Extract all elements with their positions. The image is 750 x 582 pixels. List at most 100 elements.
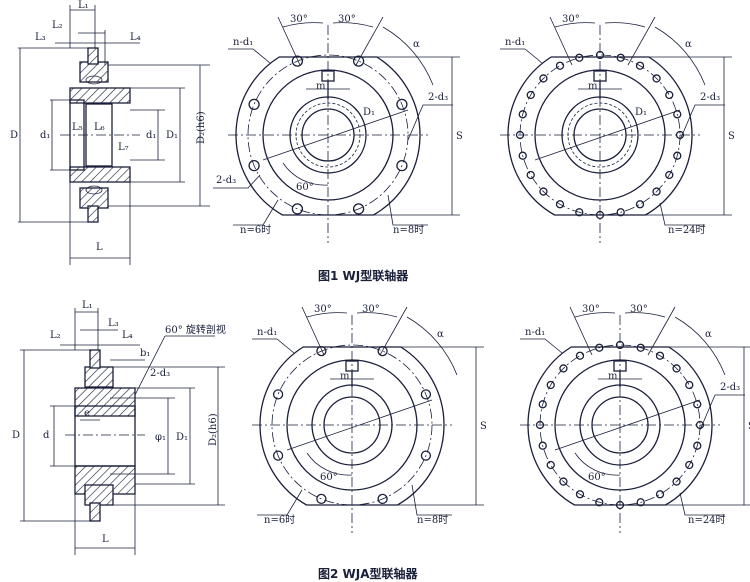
label-n6: n=6时	[240, 224, 271, 236]
bolt-hole	[546, 380, 555, 390]
label-S: S	[748, 421, 750, 432]
bolt-hole	[636, 343, 645, 352]
bolt-hole	[538, 441, 547, 450]
label-e: e	[84, 408, 90, 419]
label-D2: D₂(h6)	[208, 413, 219, 446]
bolt-hole	[652, 187, 661, 196]
label-S: S	[480, 421, 487, 432]
bolt-hole	[575, 490, 585, 499]
label-L6: L₆	[94, 122, 105, 133]
bolt-hole	[672, 364, 681, 373]
label-L3: L₃	[35, 32, 46, 43]
label-n6: n=6时	[264, 514, 295, 526]
bolt-hole	[535, 420, 545, 430]
label-n8: n=8时	[393, 224, 424, 236]
label-n-d1: n-d₁	[505, 37, 525, 48]
label-2-d3: 2-d₃	[428, 92, 448, 103]
label-L2: L₂	[50, 330, 61, 341]
label-alpha: α	[437, 329, 444, 340]
label-30deg-left: 30°	[290, 14, 308, 25]
bolt-hole	[615, 500, 625, 510]
bolt-hole	[559, 477, 568, 486]
label-D1: D₁	[635, 107, 647, 118]
bolt-hole	[538, 400, 547, 409]
bolt-hole	[693, 441, 702, 450]
bolt-hole	[555, 61, 565, 70]
bolt-hole	[539, 187, 548, 196]
bolt-hole	[377, 345, 388, 357]
bolt-hole	[539, 74, 548, 83]
bolt-hole	[526, 90, 535, 100]
label-D1: D₁	[166, 130, 178, 141]
label-n24: n=24时	[688, 514, 726, 526]
bolt-hole	[272, 389, 284, 400]
bolt-hole	[420, 389, 432, 400]
bolt-hole	[526, 170, 535, 180]
bolt-hole	[685, 460, 694, 470]
D1-diameter-line	[262, 109, 409, 161]
bolt-hole	[555, 200, 565, 209]
label-L4: L₄	[130, 32, 141, 43]
label-d: d	[43, 430, 50, 441]
bolt-hole	[673, 151, 682, 160]
label-L1: L₁	[78, 0, 89, 11]
bolt-hole	[248, 159, 260, 172]
bolt-hole	[665, 90, 674, 100]
label-n-d1: n-d₁	[257, 327, 277, 338]
bolt-hole	[693, 400, 702, 409]
label-L: L	[96, 242, 103, 253]
label-n-d1: n-d₁	[233, 37, 253, 48]
label-60deg: 60°	[320, 472, 338, 483]
label-alpha: α	[705, 329, 712, 340]
bolt-hole	[291, 203, 304, 215]
bolt-hole	[272, 450, 284, 461]
label-2-d3-left: 2-d₃	[216, 175, 236, 186]
bolt-hole	[248, 98, 260, 111]
bolt-hole	[595, 343, 604, 352]
figure2-caption: 图2 WJA型联轴器	[318, 566, 419, 581]
label-alpha: α	[413, 39, 420, 50]
bolt-hole	[595, 50, 605, 60]
bolt-hole	[518, 151, 527, 160]
figure1-caption: 图1 WJ型联轴器	[318, 268, 409, 283]
bolt-hole	[665, 170, 674, 180]
label-30deg-right: 30°	[630, 304, 648, 315]
D1-diameter-line	[554, 399, 701, 451]
hub-lower-section	[69, 166, 131, 183]
bolt-hole	[672, 477, 681, 486]
bolt-hole	[316, 493, 327, 505]
bolt-hole	[420, 450, 432, 461]
label-D: D	[12, 430, 20, 441]
label-m: m	[588, 81, 598, 92]
label-m: m	[340, 371, 350, 382]
label-L7: L₇	[118, 142, 129, 153]
label-d1-right: d₁	[146, 130, 156, 141]
label-L1: L₁	[82, 300, 93, 311]
fig2-side-view: L₁ L₃ L₂ L₄ b₁ 60° 旋转剖视 2-d₃ D d e φ₁ D₁…	[12, 300, 226, 555]
label-2-d3: 2-d₃	[720, 382, 740, 393]
label-30deg: 30°	[562, 14, 580, 25]
bolt-hole	[518, 110, 527, 119]
label-n8: n=8时	[417, 514, 448, 526]
label-30deg-right: 30°	[362, 304, 380, 315]
label-2-d3: 2-d₃	[700, 92, 720, 103]
bolt-hole	[695, 420, 705, 430]
label-30deg-left: 30°	[314, 304, 332, 315]
label-D1: D₁	[363, 107, 375, 118]
bolt-hole	[396, 98, 408, 111]
bolt-hole	[559, 364, 568, 373]
label-L: L	[102, 534, 109, 545]
bolt-hole	[616, 53, 625, 62]
label-L4: L₄	[122, 330, 133, 341]
label-n24: n=24时	[668, 224, 706, 236]
bolt-hole	[652, 74, 661, 83]
label-30deg-right: 30°	[338, 14, 356, 25]
bolt-hole	[685, 380, 694, 390]
bolt-hole	[575, 351, 585, 360]
label-S: S	[456, 131, 463, 142]
bolt-hole	[352, 203, 365, 215]
fig2-front-view-a: n-d₁ 30° 30° α m 60° n=6时 n=8时 S	[252, 304, 487, 533]
label-d1-left: d₁	[40, 130, 50, 141]
